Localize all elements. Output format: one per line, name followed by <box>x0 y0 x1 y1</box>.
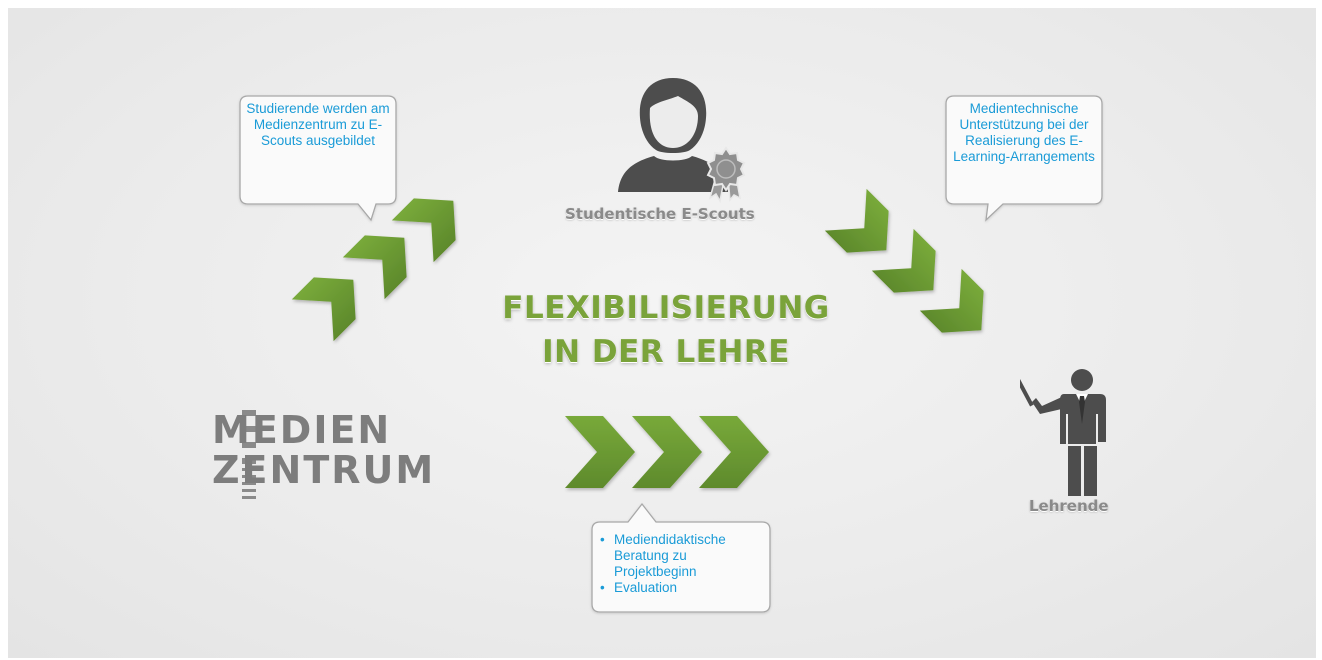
chevron-right-1 <box>824 188 908 272</box>
bullet-item-evaluation: Evaluation <box>600 580 766 596</box>
logo-line-1: MEDIEN <box>212 408 392 452</box>
logo-bar-icon <box>242 410 256 499</box>
teacher-figure-icon <box>1020 367 1106 496</box>
student-avatar-icon <box>618 78 746 204</box>
logo-line-2: ZENTRUM <box>212 448 436 492</box>
bullet-item-beratung: Mediendidaktische Beratung zu Projektbeg… <box>600 532 766 580</box>
student-label: Studentische E-Scouts <box>565 205 755 223</box>
chevron-bottom-3 <box>699 416 769 488</box>
bubble-left-text: Studierende werden am Medienzentrum zu E… <box>246 101 390 148</box>
chevron-bottom-1 <box>565 416 635 488</box>
main-title: FLEXIBILISIERUNG IN DER LEHRE <box>476 286 856 374</box>
title-line-2: IN DER LEHRE <box>542 334 790 370</box>
bubble-right-text: Medientechnische Unterstützung bei der R… <box>953 101 1095 164</box>
award-badge-icon <box>706 146 746 204</box>
title-line-1: FLEXIBILISIERUNG <box>502 290 830 326</box>
chevron-left-1 <box>291 258 375 342</box>
bubble-bottom-text: Mediendidaktische Beratung zu Projektbeg… <box>600 532 766 596</box>
chevron-bottom-2 <box>632 416 702 488</box>
chevron-left-2 <box>342 216 426 300</box>
teacher-label: Lehrende <box>1029 497 1109 515</box>
diagram-canvas: Studierende werden am Medienzentrum zu E… <box>8 8 1316 658</box>
bubble-left-shape <box>239 95 397 222</box>
bubble-right-shape <box>945 95 1103 222</box>
